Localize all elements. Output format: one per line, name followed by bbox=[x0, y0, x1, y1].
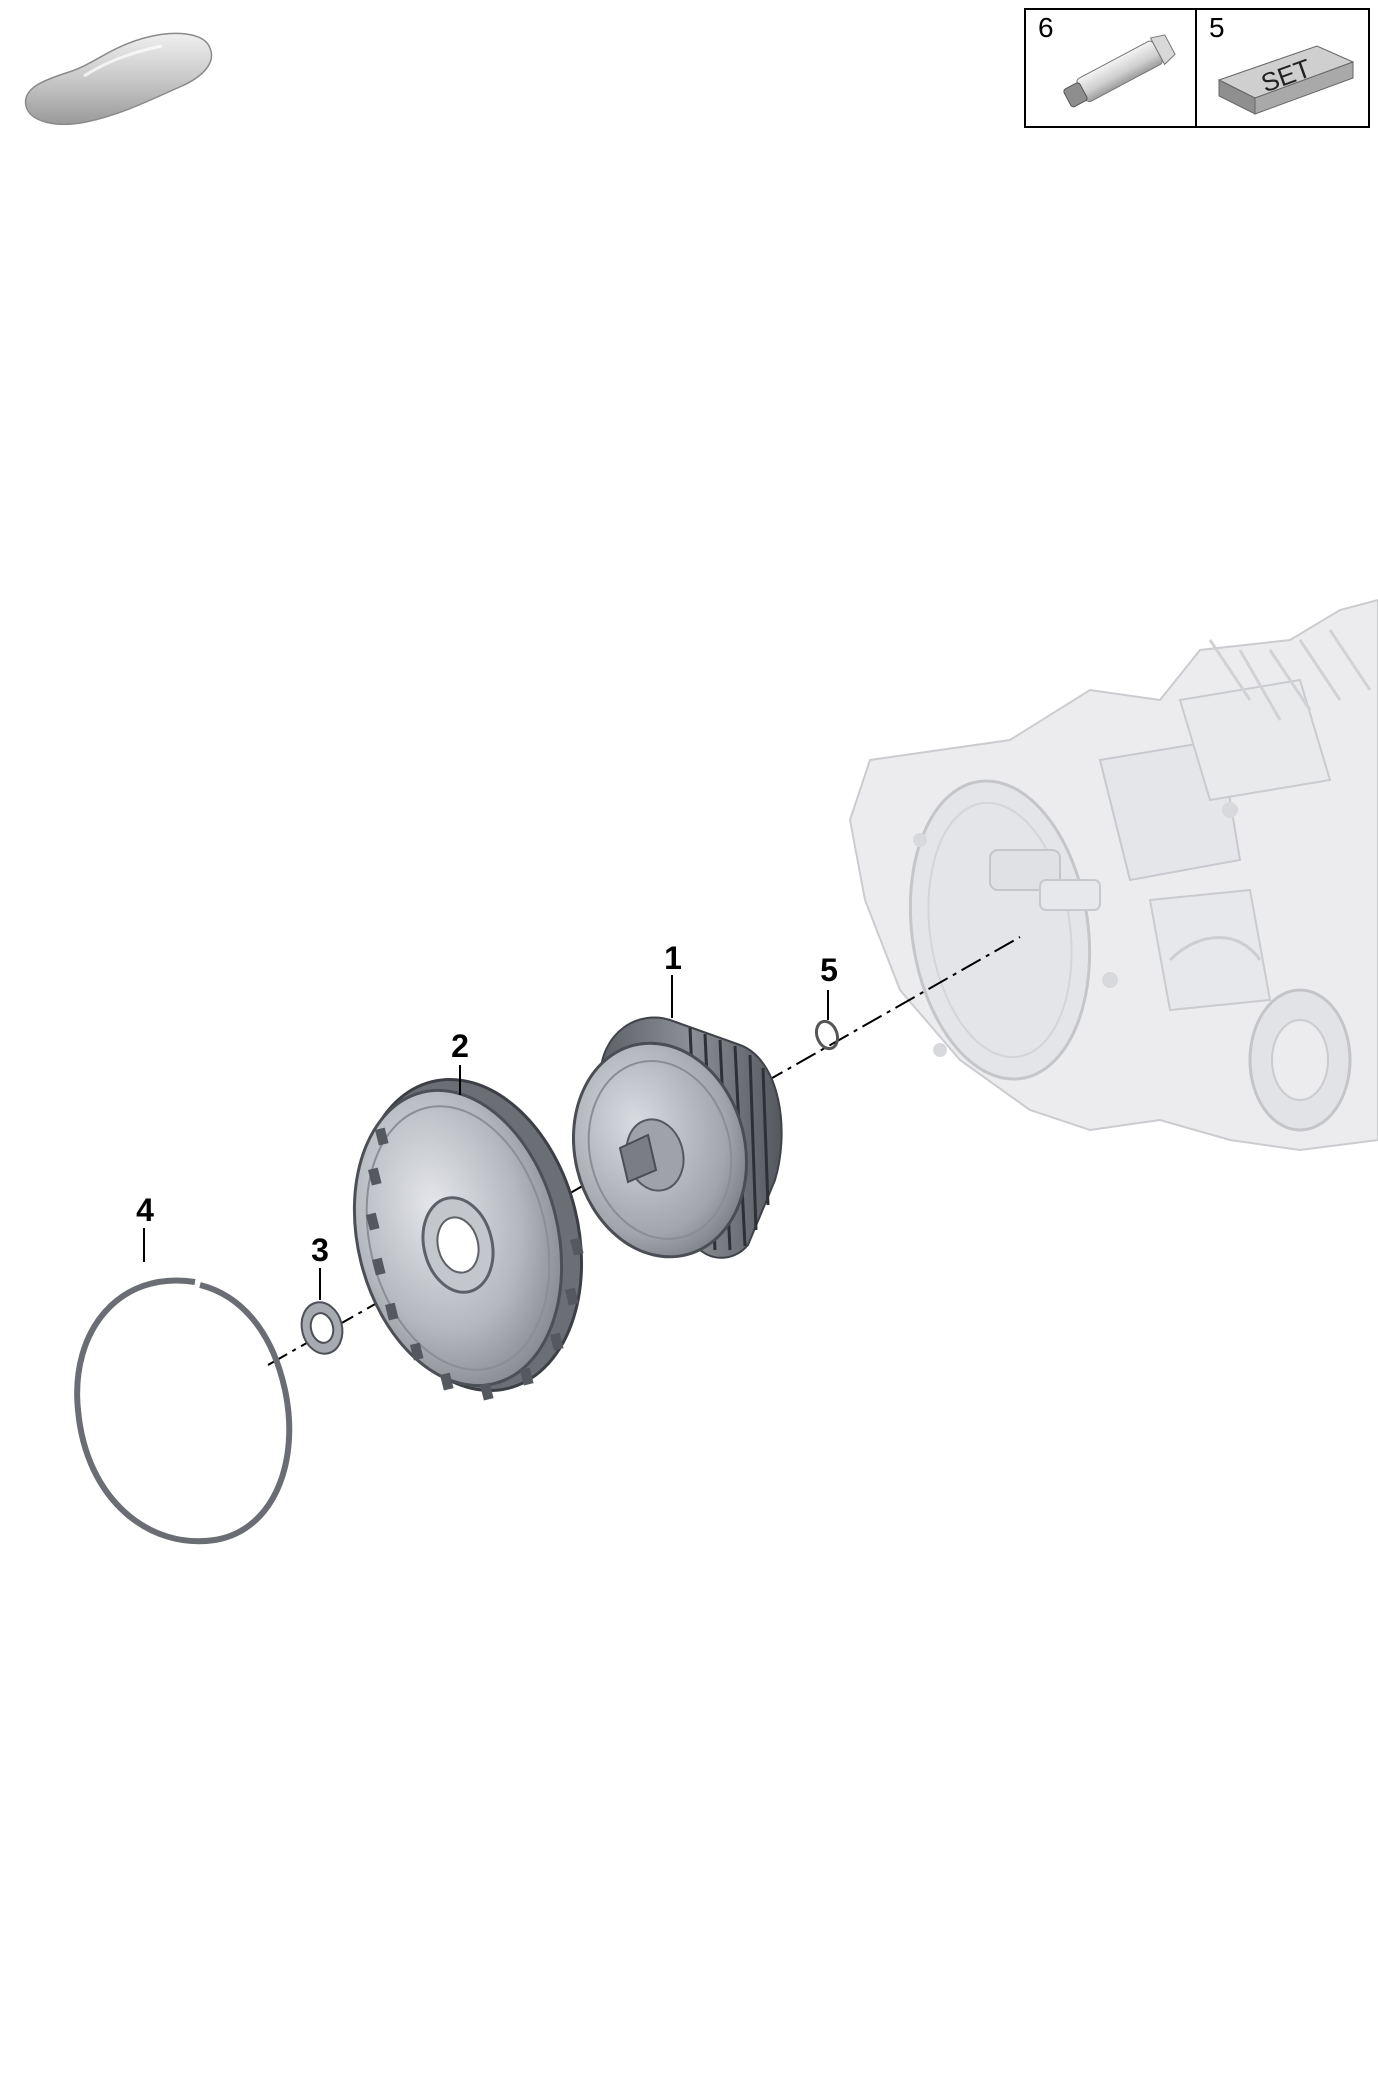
legend-item-grease: 6 bbox=[1026, 10, 1197, 126]
part-2-clutch-plate bbox=[352, 1077, 584, 1401]
callout-1: 1 bbox=[664, 940, 682, 976]
legend-box: 6 5 bbox=[1024, 8, 1370, 128]
part-1-clutch-drum bbox=[571, 1016, 783, 1259]
callout-4: 4 bbox=[136, 1192, 154, 1228]
callout-3: 3 bbox=[311, 1232, 329, 1268]
part-5-o-ring bbox=[814, 1019, 840, 1051]
legend-number: 5 bbox=[1209, 12, 1225, 43]
callout-2: 2 bbox=[451, 1028, 469, 1064]
part-3-thrust-washer bbox=[300, 1301, 344, 1355]
leader-lines bbox=[143, 975, 829, 1300]
transmission-housing-ghost bbox=[848, 598, 1378, 1152]
callout-5: 5 bbox=[820, 952, 838, 988]
set-box-icon: SET bbox=[1217, 45, 1355, 115]
car-silhouette-icon bbox=[24, 32, 213, 125]
legend-item-set: 5 SET bbox=[1197, 10, 1368, 126]
grease-tube-icon bbox=[1063, 34, 1176, 108]
legend-number: 6 bbox=[1038, 12, 1054, 43]
part-4-snap-ring bbox=[74, 1258, 293, 1545]
